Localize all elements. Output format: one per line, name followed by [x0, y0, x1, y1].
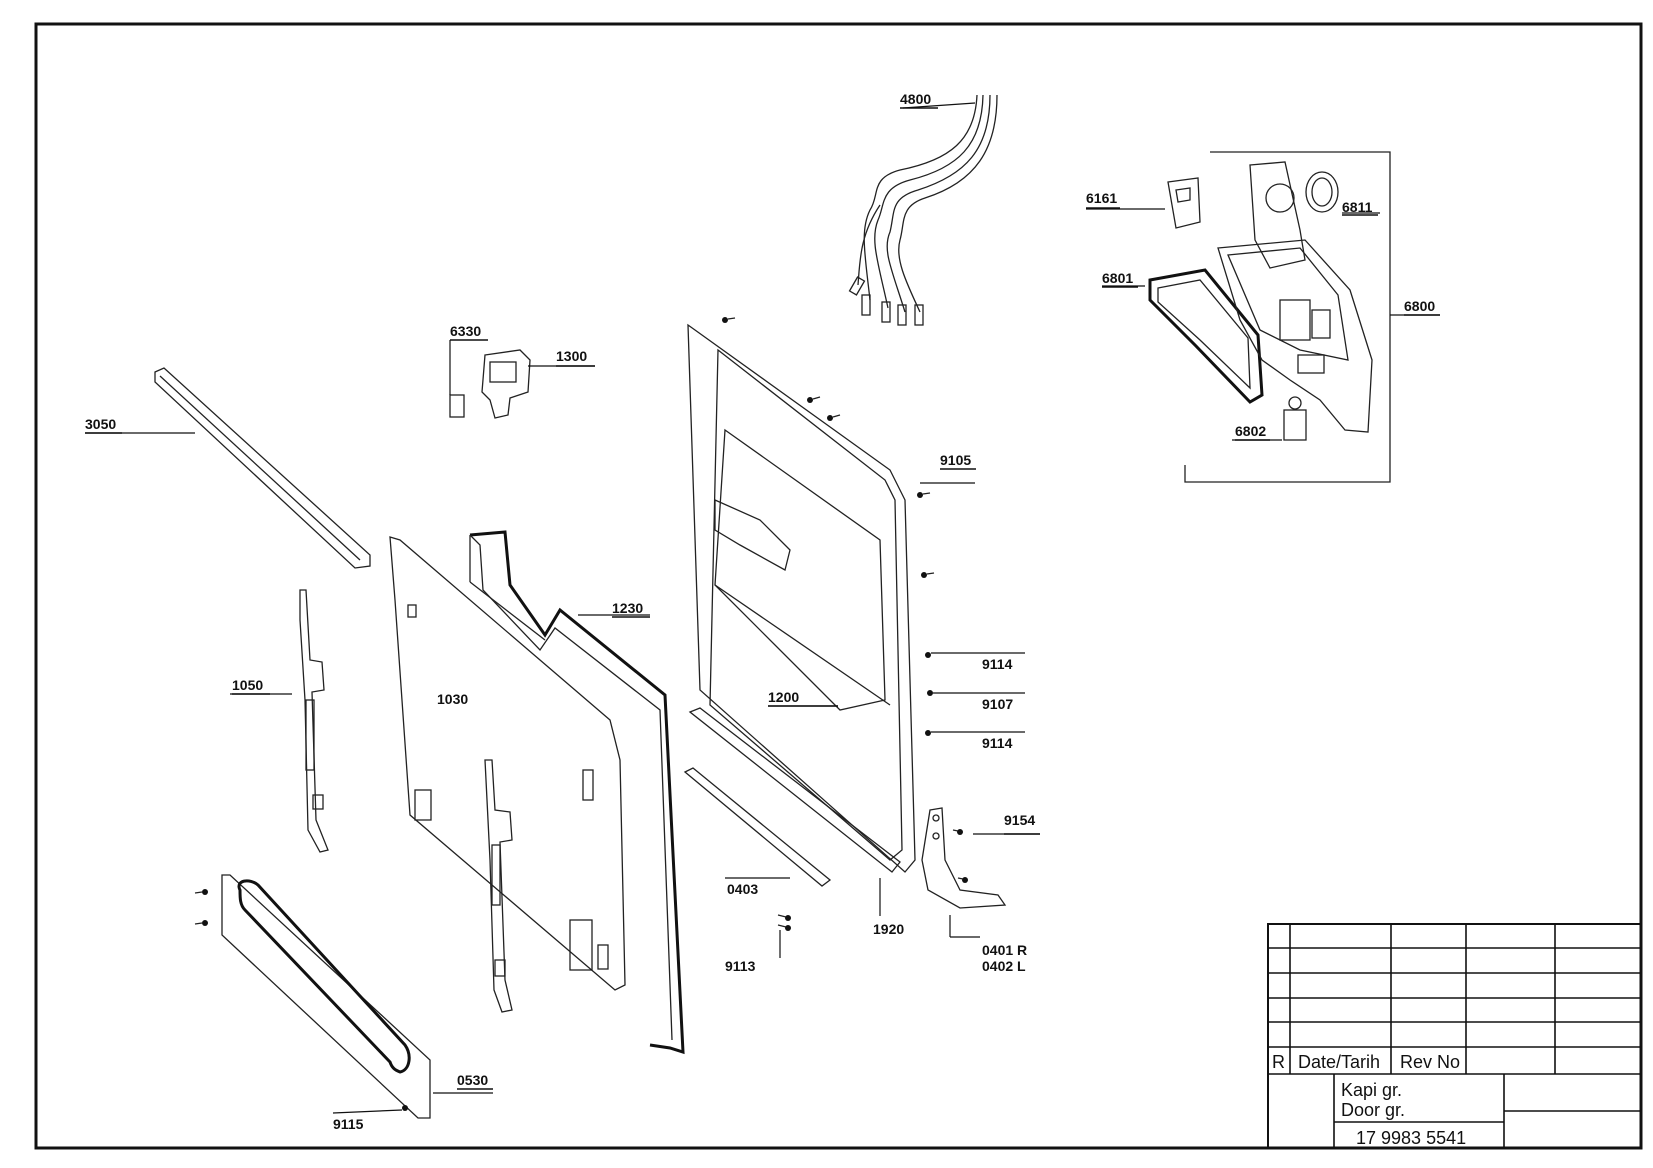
dispenser-assembly: [1148, 151, 1391, 483]
label-6802: 6802: [1235, 423, 1266, 439]
label-6330: 6330: [450, 323, 481, 339]
label-9114-lower: 9114: [982, 735, 1013, 751]
inner-door-panel: [389, 536, 626, 991]
label-9115: 9115: [333, 1116, 364, 1132]
door-lock: [449, 349, 531, 419]
label-4800: 4800: [900, 91, 931, 107]
tub-liner: [687, 323, 916, 873]
rev-letter: R: [1272, 1052, 1285, 1072]
label-0401-r: 0401 R: [982, 942, 1027, 958]
rev-header: Rev No: [1400, 1052, 1460, 1072]
title-block: R Date/Tarih Rev No Kapi gr. Door gr. 17…: [1267, 923, 1642, 1149]
label-9105: 9105: [940, 452, 971, 468]
label-6800: 6800: [1404, 298, 1435, 314]
screws: [194, 317, 968, 1111]
hinge-rail-center: [484, 759, 513, 1013]
door-hinge-bracket: [921, 807, 1007, 909]
label-6161: 6161: [1086, 190, 1117, 206]
label-0402-l: 0402 L: [982, 958, 1026, 974]
wiring-harness: [848, 94, 998, 326]
title-line-2: Door gr.: [1341, 1100, 1405, 1120]
label-underlines: [85, 107, 1440, 1090]
drawing-number: 17 9983 5541: [1356, 1128, 1466, 1148]
label-1200: 1200: [768, 689, 799, 705]
label-9114-upper: 9114: [982, 656, 1013, 672]
label-9113: 9113: [725, 958, 756, 974]
kick-plate: [221, 874, 431, 1119]
label-1300: 1300: [556, 348, 587, 364]
label-1230: 1230: [612, 600, 643, 616]
date-header: Date/Tarih: [1298, 1052, 1380, 1072]
drawing-frame: [34, 22, 1643, 1150]
label-1050: 1050: [232, 677, 263, 693]
label-3050: 3050: [85, 416, 116, 432]
hinge-rail-left: [299, 589, 329, 853]
label-6811: 6811: [1342, 199, 1373, 215]
label-1920: 1920: [873, 921, 904, 937]
label-9107: 9107: [982, 696, 1013, 712]
outer-door-panel: [469, 530, 685, 1055]
title-line-1: Kapi gr.: [1341, 1080, 1402, 1100]
label-1030: 1030: [437, 691, 468, 707]
top-strip: [154, 367, 371, 569]
label-0530: 0530: [457, 1072, 488, 1088]
label-0403: 0403: [727, 881, 758, 897]
part-labels: 4800 6161 6811 6801 6800 6802 6330 1300 …: [85, 91, 1435, 1132]
label-9154: 9154: [1004, 812, 1035, 828]
label-6801: 6801: [1102, 270, 1133, 286]
bottom-strips: [683, 707, 901, 887]
